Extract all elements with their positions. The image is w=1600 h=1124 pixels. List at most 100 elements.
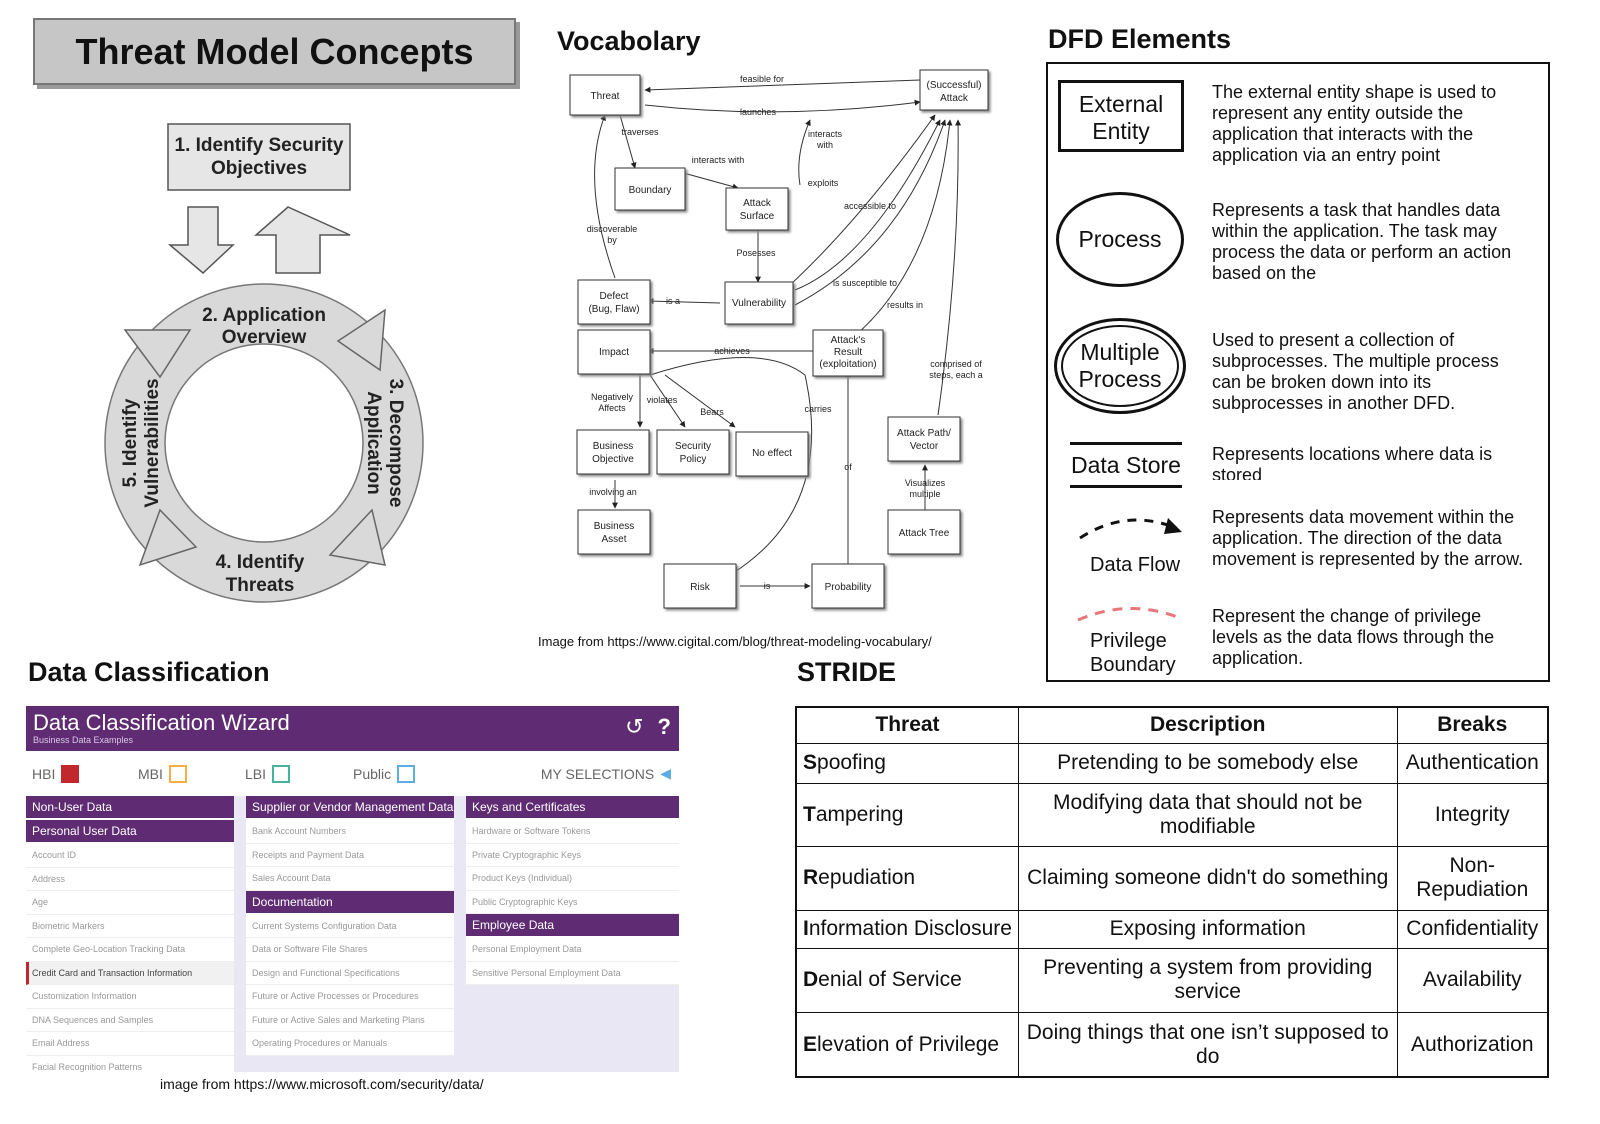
category-personal-user-data[interactable]: Personal User Data bbox=[26, 820, 234, 842]
edge-visualizes-b: multiple bbox=[909, 489, 940, 499]
classification-column-1: Non-User Data Personal User Data Account… bbox=[26, 796, 234, 1072]
list-item[interactable]: Complete Geo-Location Tracking Data bbox=[26, 938, 234, 962]
edge-bears: Bears bbox=[700, 407, 724, 417]
category-non-user-data[interactable]: Non-User Data bbox=[26, 796, 234, 818]
list-item[interactable]: Sensitive Personal Employment Data bbox=[466, 962, 679, 985]
node-attack-path bbox=[887, 416, 961, 462]
list-item[interactable]: Email Address bbox=[26, 1032, 234, 1056]
external-entity-shape: External Entity bbox=[1058, 80, 1184, 152]
list-item[interactable]: Future or Active Sales and Marketing Pla… bbox=[246, 1009, 454, 1032]
multiple-process-shape: Multiple Process bbox=[1054, 318, 1186, 414]
list-item[interactable]: Sales Account Data bbox=[246, 867, 454, 891]
list-item[interactable]: Personal Employment Data bbox=[466, 938, 679, 962]
classification-level-bar: HBI MBI LBI Public MY SELECTIONS◀ bbox=[26, 751, 679, 796]
level-lbi[interactable]: LBI bbox=[245, 765, 291, 783]
list-item-selected[interactable]: Credit Card and Transaction Information bbox=[26, 961, 234, 985]
node-no-effect-label: No effect bbox=[752, 448, 792, 459]
list-item[interactable]: Operating Procedures or Manuals bbox=[246, 1032, 454, 1056]
stride-table: Threat Description Breaks Spoofing Prete… bbox=[795, 706, 1549, 1078]
list-item[interactable]: Data or Software File Shares bbox=[246, 938, 454, 962]
list-item[interactable]: Design and Functional Specifications bbox=[246, 962, 454, 985]
privilege-boundary-label-b: Boundary bbox=[1090, 654, 1176, 676]
process-shape: Process bbox=[1056, 192, 1184, 287]
step-5-label-a: 5. Identify bbox=[120, 398, 141, 487]
list-item[interactable]: Age bbox=[26, 891, 234, 915]
cycle-ring bbox=[104, 283, 424, 603]
stride-threat-rest: poofing bbox=[817, 751, 886, 775]
step-3-label-a: 3. Decompose bbox=[385, 379, 406, 508]
edge-neg-b: Affects bbox=[598, 403, 626, 413]
edge-comprised-a: comprised of bbox=[930, 359, 982, 369]
list-item[interactable]: Biometric Markers bbox=[26, 915, 234, 938]
stride-breaks-cell: Confidentiality bbox=[1396, 909, 1549, 949]
level-mbi[interactable]: MBI bbox=[138, 765, 187, 783]
category-supplier-data[interactable]: Supplier or Vendor Management Data bbox=[246, 796, 454, 818]
threat-model-cycle-diagram: 1. Identify Security Objectives 2. Appli… bbox=[104, 123, 424, 603]
data-flow-desc: Represents data movement within the appl… bbox=[1212, 507, 1524, 569]
stride-threat-cell: Spoofing bbox=[795, 742, 1019, 784]
stride-description-cell: Pretending to be somebody else bbox=[1017, 742, 1398, 784]
wizard-title: Data Classification Wizard bbox=[33, 710, 290, 735]
level-hbi-swatch bbox=[61, 765, 80, 783]
edge-interacts-a: interacts bbox=[808, 129, 843, 139]
step-4-label-a: 4. Identify bbox=[216, 552, 305, 573]
privilege-boundary-line-icon bbox=[1077, 606, 1181, 622]
my-selections-button[interactable]: MY SELECTIONS◀ bbox=[541, 765, 671, 782]
edge-exploits: exploits bbox=[808, 178, 839, 188]
level-public[interactable]: Public bbox=[353, 765, 416, 783]
external-entity-label-a: External bbox=[1078, 91, 1164, 117]
level-hbi[interactable]: HBI bbox=[32, 765, 80, 783]
category-employee-data[interactable]: Employee Data bbox=[466, 914, 679, 936]
list-item[interactable]: Customization Information bbox=[26, 985, 234, 1009]
list-item[interactable]: Current Systems Configuration Data bbox=[246, 915, 454, 938]
edge-neg-a: Negatively bbox=[591, 392, 634, 402]
list-item[interactable]: Public Cryptographic Keys bbox=[466, 891, 679, 914]
edge-discoverable-a: discoverable bbox=[587, 224, 638, 234]
level-mbi-label: MBI bbox=[138, 766, 163, 782]
list-item[interactable]: Address bbox=[26, 868, 234, 891]
list-item[interactable]: Account ID bbox=[26, 844, 234, 868]
list-item[interactable]: Receipts and Payment Data bbox=[246, 844, 454, 867]
list-item[interactable]: Private Cryptographic Keys bbox=[466, 844, 679, 867]
edge-feasible: feasible for bbox=[740, 74, 784, 84]
edge-results-in: results in bbox=[887, 300, 923, 310]
stride-breaks-cell: Non-Repudiation bbox=[1396, 846, 1549, 911]
list-item[interactable]: Future or Active Processes or Procedures bbox=[246, 985, 454, 1009]
stride-initial: R bbox=[803, 866, 819, 890]
up-arrow-icon bbox=[254, 206, 351, 274]
node-security-policy bbox=[656, 429, 730, 475]
step-1-label-b: Objectives bbox=[211, 158, 307, 179]
help-icon[interactable]: ? bbox=[657, 714, 671, 739]
stride-initial: D bbox=[803, 968, 819, 992]
step-2-label-a: 2. Application bbox=[202, 305, 326, 326]
back-circle-icon[interactable]: ↺ bbox=[625, 714, 644, 739]
stride-header-description: Description bbox=[1017, 706, 1398, 744]
stride-breaks-cell: Authentication bbox=[1396, 742, 1549, 784]
node-risk bbox=[663, 563, 737, 609]
external-entity-desc: The external entity shape is used to rep… bbox=[1212, 82, 1497, 165]
multiple-process-label-b: Process bbox=[1078, 366, 1162, 392]
privilege-boundary-label-a: Privilege bbox=[1090, 630, 1167, 652]
node-attack-result bbox=[812, 329, 884, 377]
stride-initial: T bbox=[803, 803, 816, 827]
stride-threat-cell: Tampering bbox=[795, 782, 1019, 848]
category-documentation[interactable]: Documentation bbox=[246, 890, 454, 913]
vocabulary-caption: Image from https://www.cigital.com/blog/… bbox=[538, 634, 932, 649]
list-item[interactable]: DNA Sequences and Samples bbox=[26, 1009, 234, 1032]
stride-description-cell: Claiming someone didn't do something bbox=[1017, 846, 1398, 911]
table-row: Spoofing Pretending to be somebody else … bbox=[795, 742, 1549, 784]
stride-threat-rest: enial of Service bbox=[818, 968, 962, 992]
list-item[interactable]: Product Keys (Individual) bbox=[466, 867, 679, 891]
wizard-subtitle: Business Data Examples bbox=[33, 735, 134, 745]
list-item[interactable]: Hardware or Software Tokens bbox=[466, 820, 679, 844]
step-3-label-b: Application bbox=[363, 391, 384, 494]
node-surface-label-b: Surface bbox=[740, 211, 775, 222]
list-item[interactable]: Facial Recognition Patterns bbox=[26, 1056, 234, 1073]
stride-threat-rest: ampering bbox=[815, 803, 904, 827]
level-public-label: Public bbox=[353, 766, 392, 782]
category-keys-certificates[interactable]: Keys and Certificates bbox=[466, 796, 679, 818]
edge-involving: involving an bbox=[589, 487, 637, 497]
edge-of: of bbox=[844, 462, 852, 472]
node-business-objective bbox=[576, 429, 650, 475]
list-item[interactable]: Bank Account Numbers bbox=[246, 820, 454, 844]
